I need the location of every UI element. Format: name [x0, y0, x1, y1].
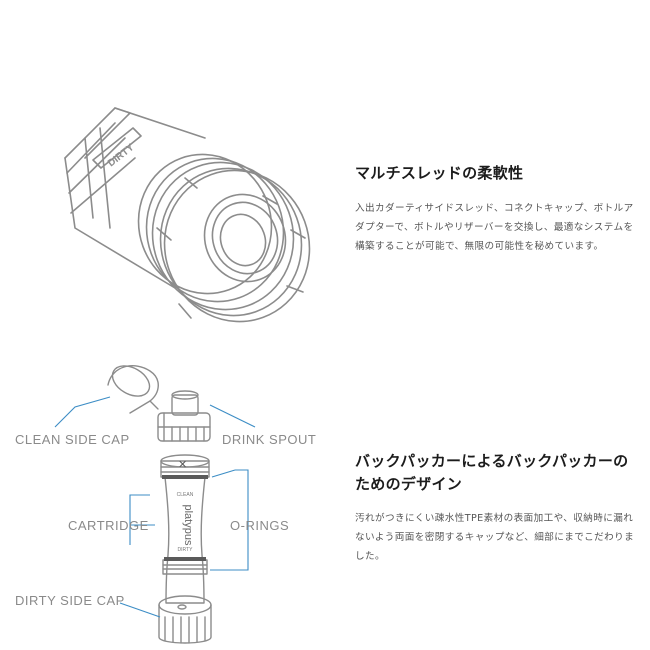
- clean-side-cap-lid: [107, 365, 159, 414]
- section-body-design: 汚れがつきにくい疎水性TPE素材の表面加工や、収納時に漏れないよう両面を密閉する…: [355, 513, 635, 562]
- drink-spout: [171, 394, 199, 416]
- section-heading-multithread: マルチスレッドの柔軟性: [355, 164, 524, 182]
- leader-dirty-cap: [119, 602, 161, 618]
- label-cartridge: CARTRIDGE: [68, 518, 149, 533]
- o-ring-top: [162, 475, 208, 479]
- leader-drink-spout: [209, 404, 256, 428]
- cartridge-dirty-text: DIRTY: [178, 547, 194, 553]
- cartridge-body: [164, 476, 206, 604]
- label-dirty-side-cap: DIRTY SIDE CAP: [15, 593, 125, 608]
- svg-text:✕: ✕: [178, 458, 187, 471]
- o-ring-bottom: [164, 557, 206, 561]
- exploded-parts-illustration: ✕ CLEAN platypus DIRTY: [54, 365, 256, 644]
- leader-orings: [210, 469, 249, 571]
- leader-clean-cap: [54, 396, 111, 428]
- section-heading-design: バックパッカーによるバックパッカーのためのデザイン: [355, 452, 629, 493]
- cartridge-clean-text: CLEAN: [177, 492, 194, 498]
- cartridge-brand-text: platypus: [182, 505, 194, 546]
- section-body-multithread: 入出カダーティサイドスレッド、コネクトキャップ、ボトルアダプターで、ボトルやリザ…: [355, 203, 634, 252]
- label-clean-side-cap: CLEAN SIDE CAP: [15, 432, 130, 447]
- leader-cartridge: [129, 494, 155, 545]
- label-drink-spout: DRINK SPOUT: [222, 432, 317, 447]
- thread-closeup-illustration: DIRTY: [64, 107, 311, 323]
- label-o-rings: O-RINGS: [230, 518, 290, 533]
